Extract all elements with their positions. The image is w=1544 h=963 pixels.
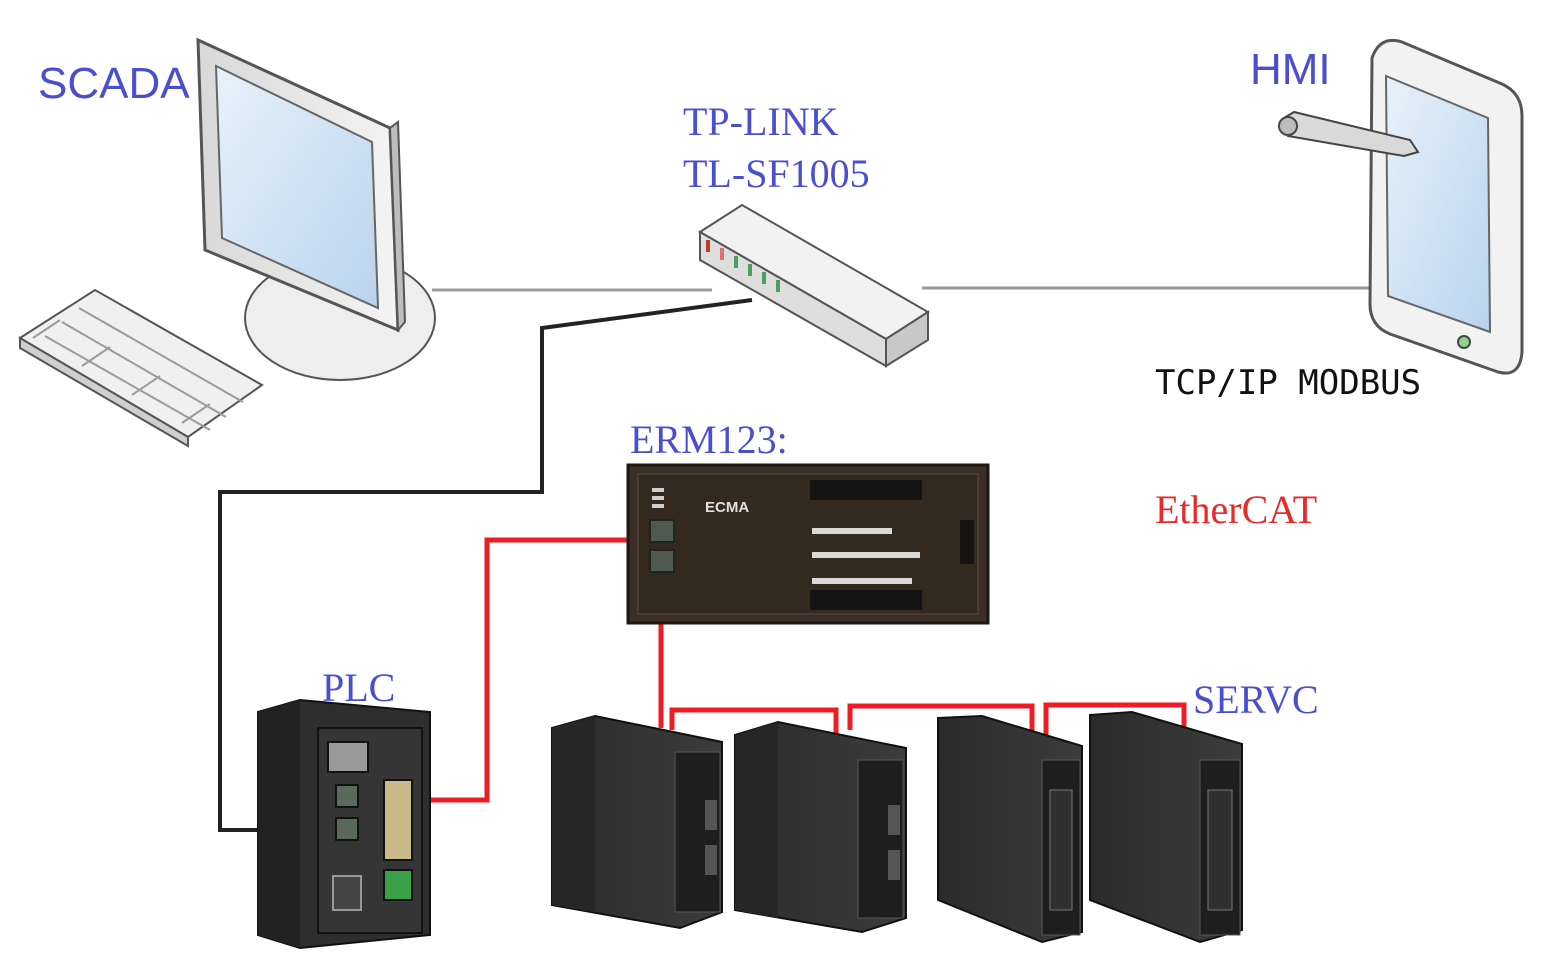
scada-label: SCADA xyxy=(38,59,190,108)
servo-drive-icon xyxy=(937,714,1083,944)
ethercat-label: EtherCAT xyxy=(1155,487,1318,532)
servo-drive-icon xyxy=(1089,710,1243,944)
hmi-label: HMI xyxy=(1250,45,1331,94)
switch-label-brand: TP-LINK xyxy=(683,99,839,144)
plc-icon xyxy=(257,698,431,950)
servo-drives xyxy=(551,710,1243,944)
link-servo1-servo2 xyxy=(669,707,839,735)
link-switch-plc xyxy=(218,298,753,832)
hmi-tablet xyxy=(1278,38,1524,375)
scada-workstation xyxy=(18,37,436,448)
svg-text:ECMA: ECMA xyxy=(705,499,749,516)
servo-label: SERVC xyxy=(1193,677,1319,722)
servo-drive-icon xyxy=(734,720,907,934)
backbone-links xyxy=(432,286,1370,292)
stylus-icon xyxy=(1278,110,1420,158)
erm-label: ERM123: xyxy=(630,417,788,462)
servo-drive-icon xyxy=(551,714,723,930)
switch-icon xyxy=(698,203,930,368)
protocol-label: TCP/IP MODBUS xyxy=(1155,363,1422,403)
switch-port-leds xyxy=(706,240,780,292)
plc-label: PLC xyxy=(322,665,396,710)
keyboard-icon xyxy=(18,288,264,448)
link-servo2-servo3 xyxy=(847,703,1035,738)
link-servo3-servo4 xyxy=(1043,702,1187,738)
io-module-icon: ECMA xyxy=(626,463,990,625)
switch-label-model: TL-SF1005 xyxy=(683,151,870,196)
monitor-icon xyxy=(196,37,436,381)
tablet-icon xyxy=(1368,38,1524,375)
